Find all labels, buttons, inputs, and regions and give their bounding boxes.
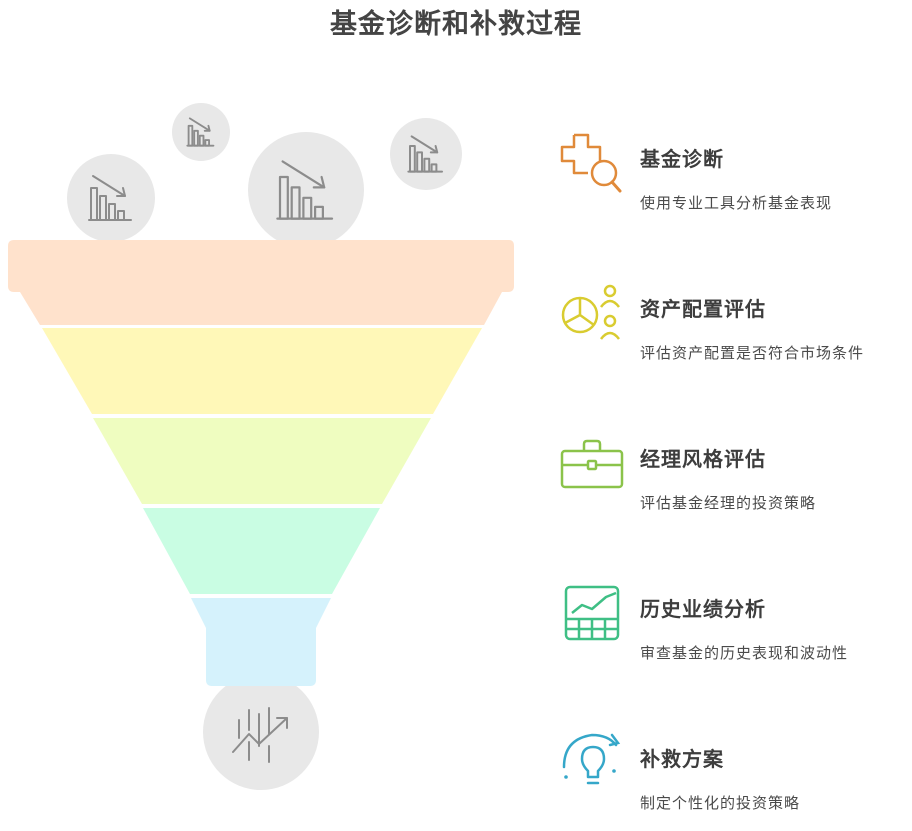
medical-search-icon — [560, 133, 622, 193]
performance-table-icon — [564, 585, 620, 641]
decline-chart-icon — [186, 117, 215, 147]
page-title: 基金诊断和补救过程 — [330, 9, 582, 40]
briefcase-icon — [560, 439, 624, 489]
step-remedy-plan: 补救方案 制定个性化的投资策略 — [560, 731, 912, 831]
funnel-layer-2 — [42, 328, 482, 414]
step-description: 使用专业工具分析基金表现 — [640, 194, 833, 212]
bubble — [172, 103, 230, 161]
step-asset-allocation: 资产配置评估 评估资产配置是否符合市场条件 — [560, 281, 912, 381]
step-label: 经理风格评估 — [640, 447, 766, 471]
step-description: 评估基金经理的投资策略 — [640, 494, 817, 512]
step-label: 资产配置评估 — [640, 297, 766, 321]
input-bubble-4 — [390, 118, 462, 190]
step-historical-performance: 历史业绩分析 审查基金的历史表现和波动性 — [560, 581, 912, 681]
output-bubble — [203, 674, 319, 790]
decline-chart-icon — [407, 135, 444, 173]
funnel-spout — [191, 598, 331, 686]
step-label: 历史业绩分析 — [640, 597, 766, 621]
step-description: 评估资产配置是否符合市场条件 — [640, 344, 865, 362]
bubble — [248, 132, 364, 248]
pie-chart-people-icon — [561, 284, 620, 340]
lightbulb-icon — [562, 733, 621, 785]
step-label: 补救方案 — [640, 747, 724, 771]
funnel-rim — [8, 240, 514, 325]
bubble — [67, 154, 155, 242]
step-fund-diagnosis: 基金诊断 使用专业工具分析基金表现 — [560, 131, 912, 231]
bubble — [203, 674, 319, 790]
input-bubble-3 — [248, 132, 364, 248]
step-description: 审查基金的历史表现和波动性 — [640, 644, 849, 662]
funnel-layer-3 — [93, 418, 431, 504]
decline-chart-icon — [276, 160, 334, 220]
decline-chart-icon — [88, 175, 132, 221]
input-bubble-1 — [67, 154, 155, 242]
funnel — [8, 240, 514, 686]
input-bubble-2 — [172, 103, 230, 161]
step-description: 制定个性化的投资策略 — [640, 794, 801, 812]
step-manager-style: 经理风格评估 评估基金经理的投资策略 — [560, 431, 912, 531]
growth-chart-icon — [232, 707, 288, 763]
step-label: 基金诊断 — [640, 147, 724, 171]
bubble — [390, 118, 462, 190]
funnel-layer-4 — [143, 508, 380, 594]
